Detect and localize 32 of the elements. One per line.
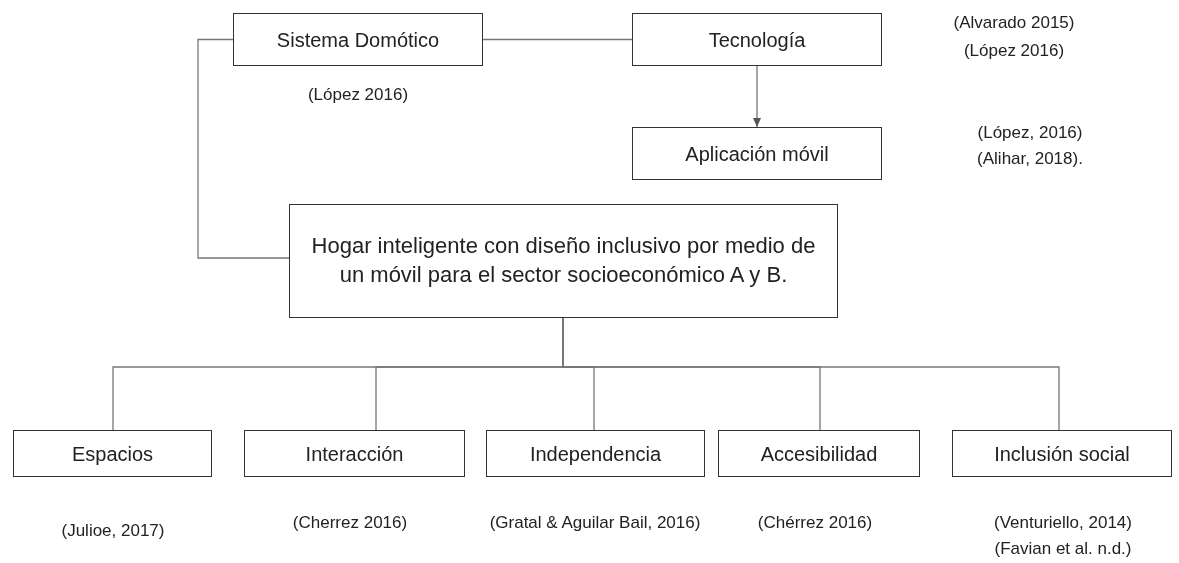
citation-text: (Gratal & Aguilar Bail, 2016) bbox=[488, 512, 702, 534]
node-label: Sistema Domótico bbox=[276, 27, 440, 53]
concept-box bbox=[718, 430, 920, 477]
citation-text: (Alvarado 2015) bbox=[952, 12, 1076, 34]
node-label: Interacción bbox=[305, 441, 404, 467]
node-label: Accesibilidad bbox=[760, 441, 878, 467]
connector-line bbox=[482, 38, 633, 41]
concept-box bbox=[632, 13, 882, 66]
citation-text: (López, 2016) bbox=[976, 122, 1084, 144]
citation-text: (Venturiello, 2014) bbox=[993, 512, 1133, 534]
citation-text: (Favian et al. n.d.) bbox=[993, 538, 1133, 560]
connector-line bbox=[197, 38, 290, 259]
concept-box bbox=[632, 127, 882, 180]
node-label: Independencia bbox=[529, 441, 662, 467]
concept-box bbox=[952, 430, 1172, 477]
citation-text: (López 2016) bbox=[306, 84, 410, 106]
citation-text: (Alihar, 2018). bbox=[976, 148, 1084, 170]
citation-text: (López 2016) bbox=[962, 40, 1066, 62]
citation-text: (Julioe, 2017) bbox=[60, 520, 166, 542]
concept-box bbox=[244, 430, 465, 477]
concept-box bbox=[233, 13, 483, 66]
concept-box bbox=[13, 430, 212, 477]
node-label: Espacios bbox=[71, 441, 154, 467]
arrow bbox=[753, 65, 761, 128]
concept-box bbox=[486, 430, 705, 477]
node-label: Inclusión social bbox=[994, 441, 1130, 467]
node-label: Aplicación móvil bbox=[685, 141, 829, 167]
node-label: Hogar inteligente con diseño inclusivo por medio de un móvil para el sector socioeconómico A y B. bbox=[310, 232, 817, 289]
citation-text: (Cherrez 2016) bbox=[291, 512, 409, 534]
concept-box bbox=[289, 204, 838, 318]
node-label: Tecnología bbox=[708, 27, 806, 53]
citation-text: (Chérrez 2016) bbox=[756, 512, 874, 534]
